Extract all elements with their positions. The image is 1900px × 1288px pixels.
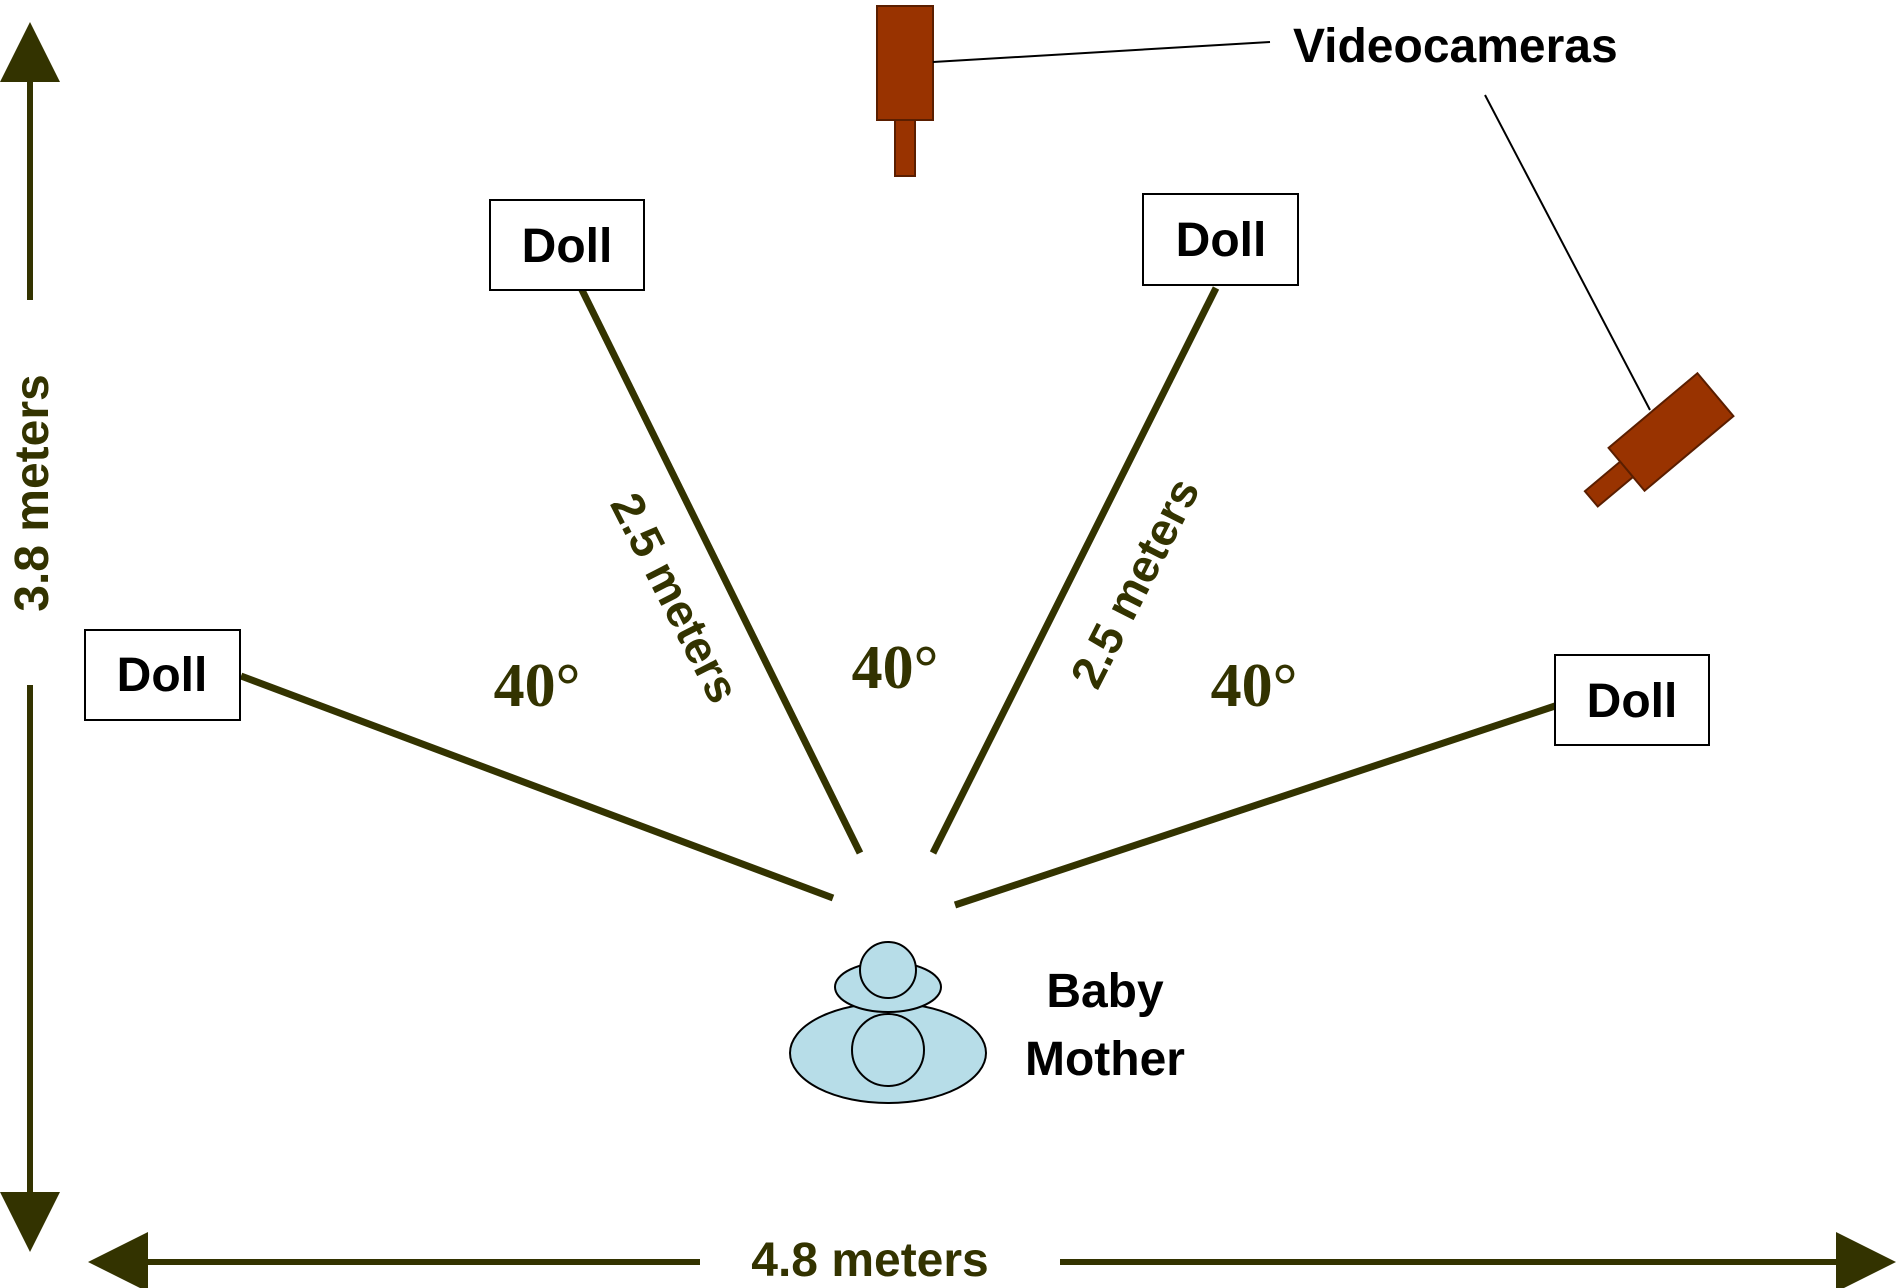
height-label: 3.8 meters bbox=[6, 374, 59, 612]
camera-callout: Videocameras bbox=[932, 20, 1651, 411]
baby-label: Baby bbox=[1046, 965, 1164, 1018]
baby-head bbox=[859, 941, 917, 999]
camera-top bbox=[876, 5, 934, 177]
sight-line-right bbox=[953, 702, 1557, 909]
camera-top-lens bbox=[894, 119, 916, 177]
doll-left: Doll bbox=[84, 629, 241, 721]
angle-label-right: 40° bbox=[1211, 652, 1298, 720]
doll-box bbox=[84, 629, 241, 721]
width-dimension: 4.8 meters bbox=[88, 1232, 1896, 1288]
doll-label: Doll bbox=[1176, 214, 1267, 267]
doll-center-right: Doll bbox=[1142, 193, 1299, 286]
doll-label: Doll bbox=[117, 649, 208, 702]
cameras-label: Videocameras bbox=[1293, 20, 1618, 73]
angle-label-center: 40° bbox=[852, 634, 939, 702]
sight-lines bbox=[239, 286, 1557, 909]
sight-line-center-right bbox=[929, 286, 1220, 855]
sight-line-left bbox=[239, 672, 835, 902]
doll-box bbox=[1554, 654, 1710, 746]
doll-box bbox=[489, 199, 645, 291]
doll-box bbox=[1142, 193, 1299, 286]
mother-head bbox=[851, 1013, 925, 1087]
baby-mother-figure bbox=[789, 941, 987, 1104]
camera-right-lens bbox=[1583, 460, 1635, 508]
camera-top-body bbox=[876, 5, 934, 121]
angle-label-left: 40° bbox=[494, 652, 581, 720]
camera-right bbox=[1583, 371, 1735, 508]
distance-label-left: 2.5 meters bbox=[600, 485, 750, 711]
width-label: 4.8 meters bbox=[751, 1234, 989, 1287]
doll-label: Doll bbox=[522, 220, 613, 273]
mother-label: Mother bbox=[1025, 1033, 1185, 1086]
camera-callout-line-top bbox=[932, 41, 1271, 63]
doll-label: Doll bbox=[1587, 675, 1678, 728]
sight-line-center-left bbox=[577, 286, 864, 855]
height-dimension: 3.8 meters bbox=[0, 22, 60, 1252]
distance-label-right: 2.5 meters bbox=[1060, 470, 1210, 696]
doll-right: Doll bbox=[1554, 654, 1710, 746]
doll-center-left: Doll bbox=[489, 199, 645, 291]
camera-callout-line-right bbox=[1484, 94, 1651, 411]
